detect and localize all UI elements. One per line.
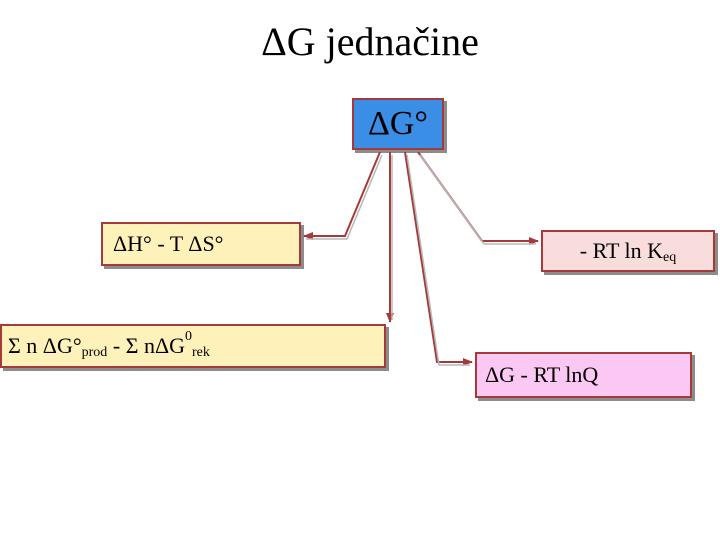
arrow-to-enthalpy-entropy: [303, 151, 381, 240]
sum-reactants-subscript: rek: [191, 345, 210, 360]
delta-g-standard-node: ΔG°: [352, 98, 444, 150]
arrow-to-reaction-quotient: [404, 151, 473, 366]
reaction-quotient-node: ΔG - RT ln​Q: [475, 352, 692, 398]
enthalpy-entropy-node: ΔH° - T ΔS°: [101, 222, 301, 266]
reaction-quotient-label: ΔG - RT ln​Q: [485, 362, 599, 387]
enthalpy-entropy-label: ΔH° - T ΔS°: [113, 231, 224, 256]
sum-products-label: Σ n ΔG°: [8, 333, 82, 358]
sum-products-subscript: prod: [81, 345, 108, 360]
delta-g-standard-label: ΔG°: [367, 105, 428, 142]
arrow-to-keq: [417, 151, 539, 245]
keq-subscript: eq: [663, 250, 677, 265]
sum-reactants-label: - Σ nΔG: [107, 333, 185, 358]
sum-reactants-superscript: 0: [184, 329, 192, 344]
slide-title: ΔG jednačine: [261, 19, 479, 64]
keq-label: - RT ln K: [579, 238, 663, 263]
